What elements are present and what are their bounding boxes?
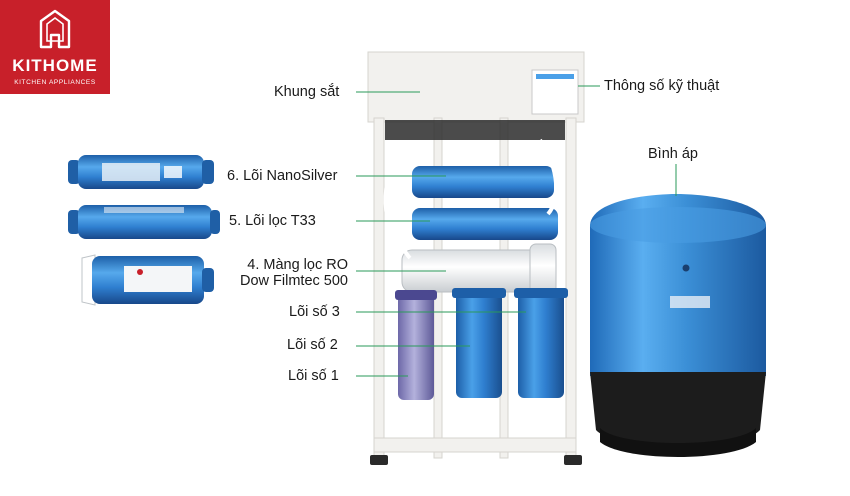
label-t33: 5. Lõi lọc T33 [229, 213, 316, 229]
water-tubes [383, 138, 559, 260]
label-tank: Bình áp [648, 146, 698, 162]
brand-logo: KITHOME KITCHEN APPLIANCES [0, 0, 110, 94]
label-stage1: Lõi số 1 [288, 368, 339, 384]
label-spec: Thông số kỹ thuật [604, 78, 720, 94]
brand-name: KITHOME [12, 56, 98, 75]
t33-filter [412, 208, 558, 240]
label-ro: 4. Màng lọc RO Dow Filmtec 500 [222, 257, 348, 289]
leader-lines [356, 85, 677, 377]
label-ro-line1: 4. Màng lọc RO [247, 257, 348, 273]
stage2-housing [452, 288, 506, 398]
label-stage2: Lõi số 2 [287, 337, 338, 353]
label-ro-line2: Dow Filmtec 500 [240, 273, 348, 289]
stage1-housing [395, 290, 437, 400]
house-logo-icon [39, 9, 71, 49]
nanosilver-filter [412, 166, 554, 198]
stage3-housing [514, 288, 568, 398]
brand-tagline: KITCHEN APPLIANCES [14, 79, 96, 86]
pressure-tank [590, 194, 766, 457]
label-stage3: Lõi số 3 [289, 304, 340, 320]
label-frame: Khung sắt [274, 84, 340, 100]
ro-membrane-cartridge [81, 254, 214, 306]
nanosilver-cartridge [68, 155, 214, 189]
t33-cartridge [68, 205, 220, 239]
label-nanosilver: 6. Lõi NanoSilver [227, 168, 338, 184]
